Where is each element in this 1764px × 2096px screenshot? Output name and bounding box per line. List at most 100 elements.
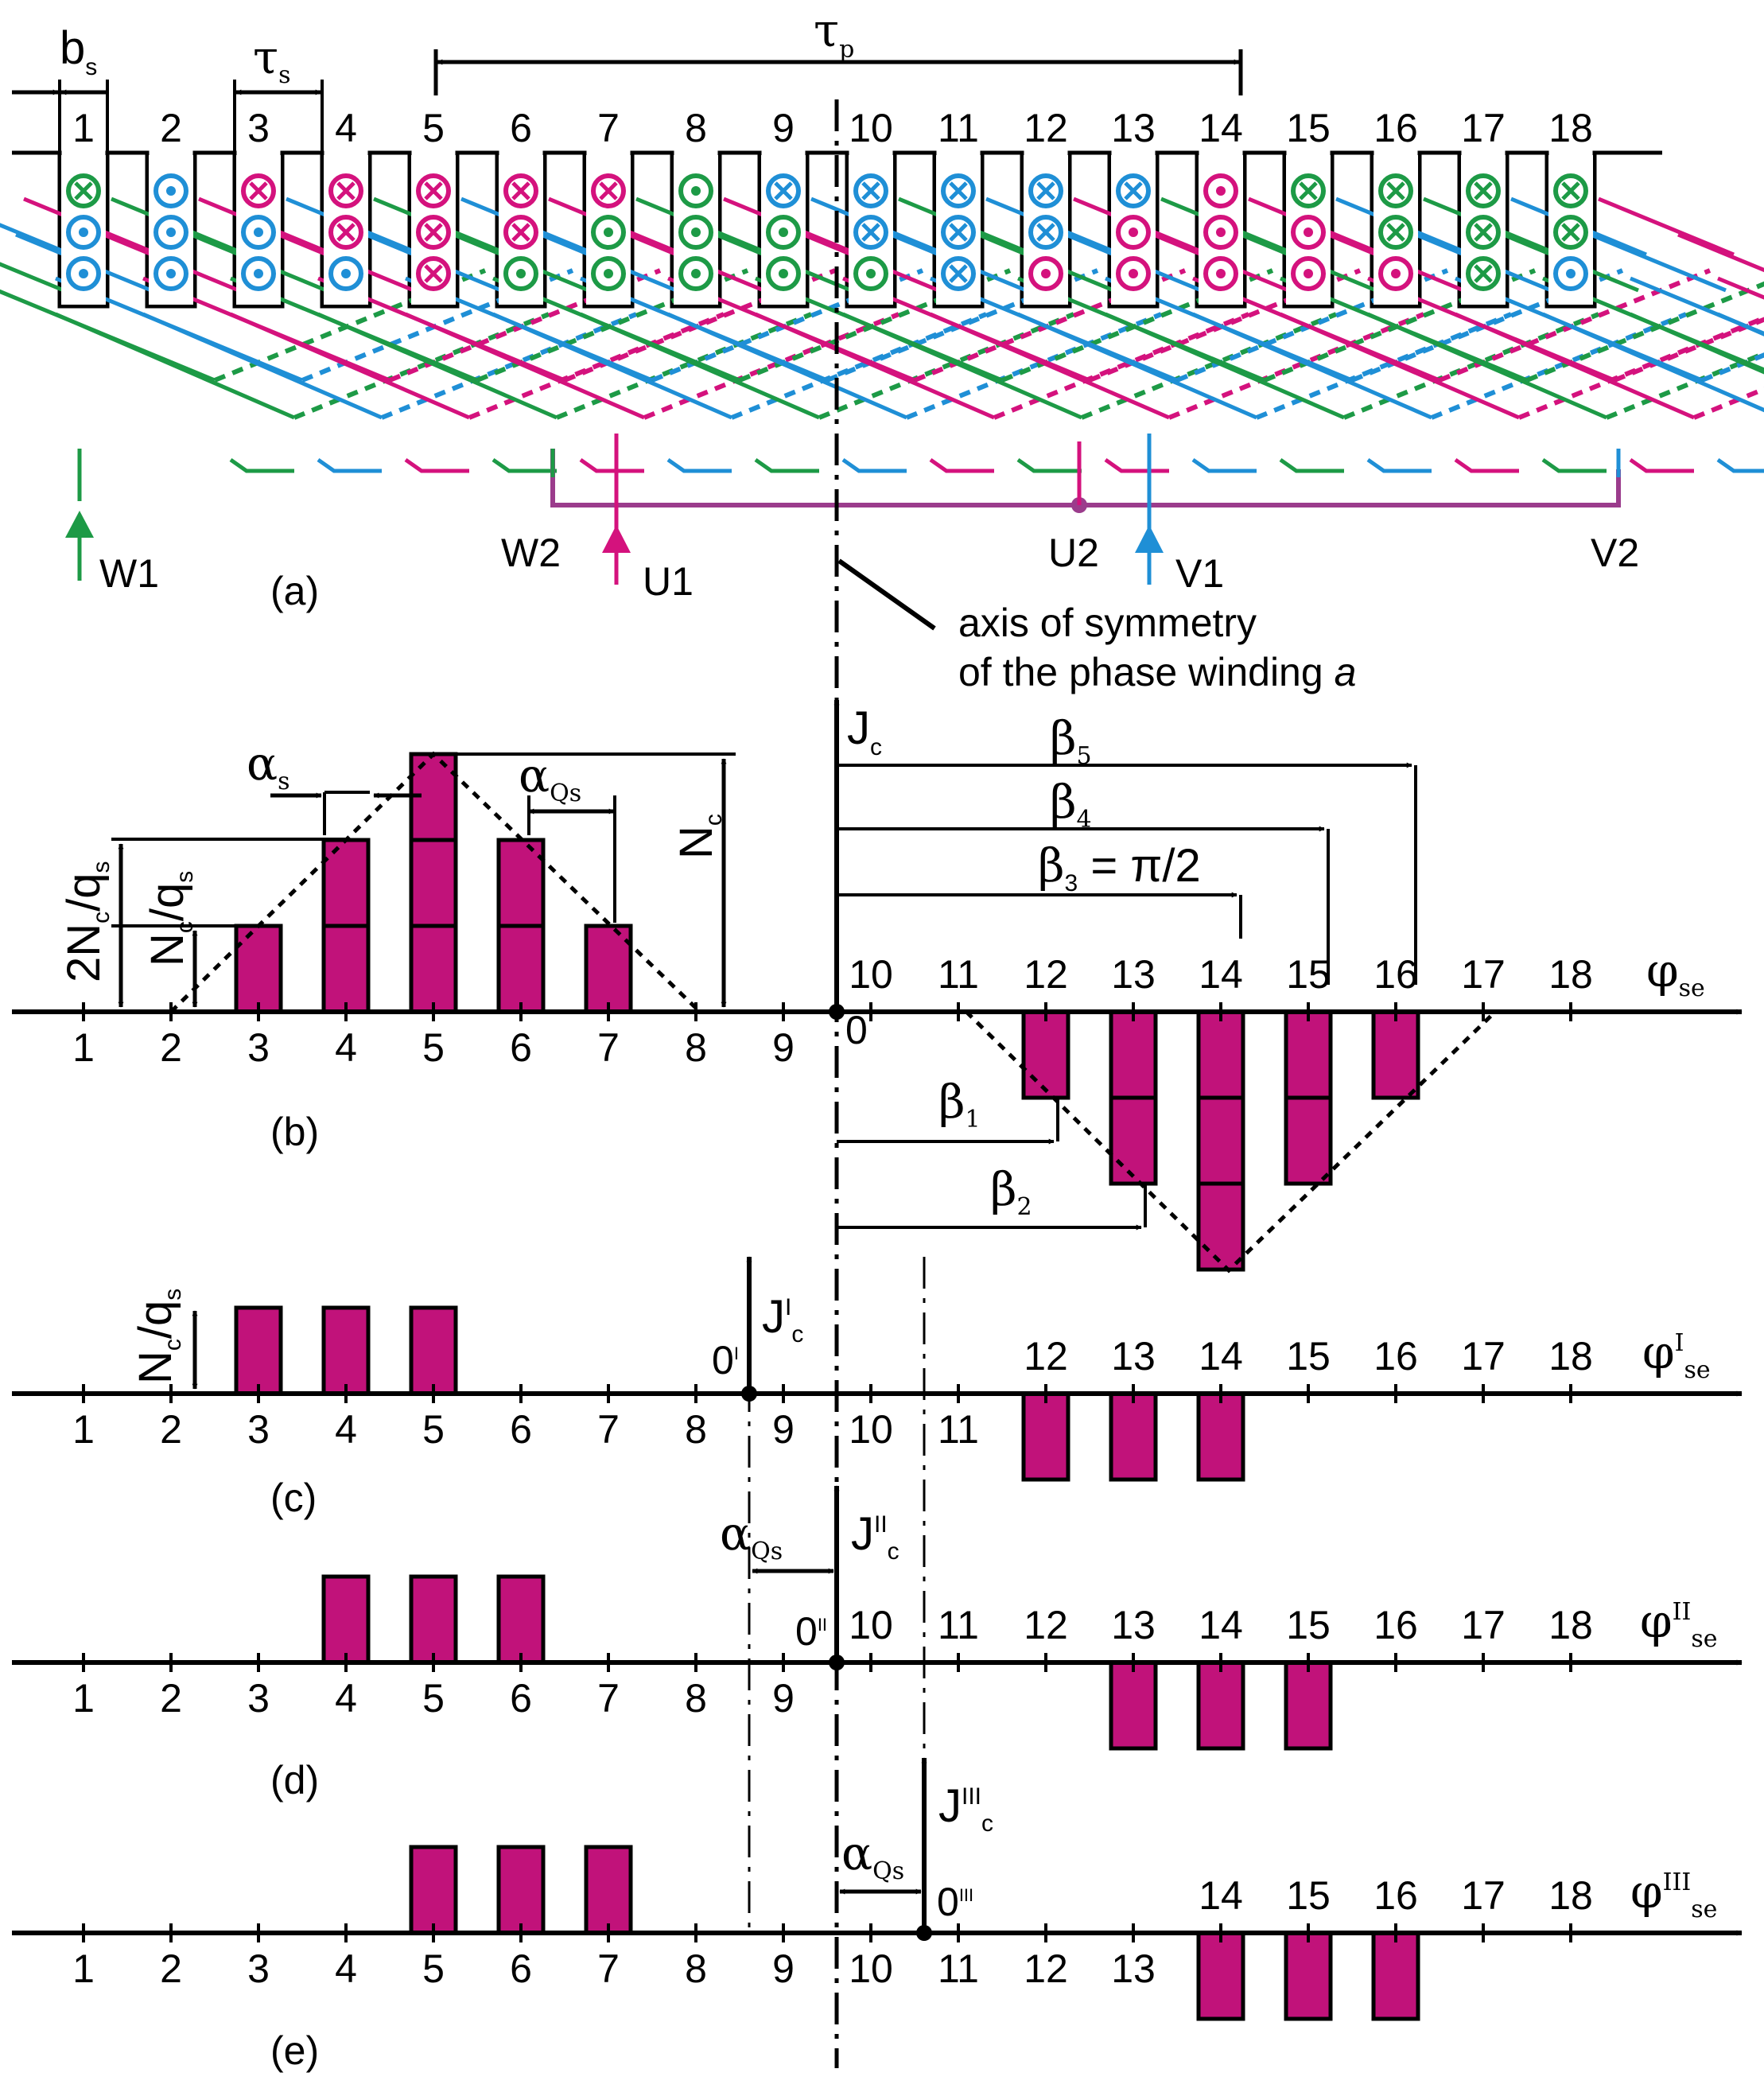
tick-label: 6 bbox=[510, 1025, 532, 1070]
coil-bend bbox=[317, 457, 382, 473]
tick-label: 9 bbox=[772, 1946, 795, 1991]
tick-label: 8 bbox=[685, 1407, 707, 1452]
coil-line bbox=[0, 223, 72, 257]
tick-label: 3 bbox=[247, 1946, 270, 1991]
coil-bend bbox=[1191, 457, 1257, 473]
tick-label: 6 bbox=[510, 1407, 532, 1452]
tick-label: 1 bbox=[72, 1025, 95, 1070]
coil-return-line bbox=[1255, 312, 1513, 420]
tick-label: 7 bbox=[597, 1946, 620, 1991]
coil-return-line bbox=[1430, 312, 1688, 420]
slot-conductors bbox=[66, 173, 1588, 291]
terminal-w1: W1 bbox=[99, 551, 159, 596]
slot-number: 10 bbox=[849, 106, 893, 150]
coil-bend bbox=[1454, 457, 1519, 473]
tick-label: 9 bbox=[772, 1407, 795, 1452]
symmetry-note-line1: axis of symmetry bbox=[958, 601, 1257, 645]
tick-label: 15 bbox=[1286, 1334, 1331, 1379]
tick-label: 16 bbox=[1374, 1603, 1418, 1647]
tick-label: 12 bbox=[1024, 1603, 1068, 1647]
tick-label: 1 bbox=[72, 1407, 95, 1452]
terminal-v2: V2 bbox=[1591, 531, 1639, 575]
tick-label: 11 bbox=[938, 1603, 979, 1647]
tick-label: 18 bbox=[1548, 952, 1593, 997]
tick-label: 5 bbox=[422, 1407, 445, 1452]
mmf-bar bbox=[584, 1845, 633, 1935]
coil-bend bbox=[404, 457, 469, 473]
tick-label: 8 bbox=[685, 1946, 707, 1991]
coil-return-line bbox=[1342, 312, 1600, 420]
mmf-bars-e bbox=[409, 1845, 1420, 2021]
coil-line bbox=[1717, 312, 1764, 336]
coil-turns-dimensions: 2Nc/qs Nc/qs bbox=[58, 838, 346, 1008]
y-axis-label-c: JIc bbox=[762, 1291, 803, 1347]
svg-text:β4: β4 bbox=[1050, 775, 1092, 834]
terminal-u1: U1 bbox=[643, 559, 694, 604]
tick-label: 13 bbox=[1111, 1334, 1156, 1379]
y-axis-label-b: Jc bbox=[847, 702, 882, 760]
coil-line bbox=[1598, 196, 1735, 257]
tick-label: 1 bbox=[72, 1946, 95, 1991]
slot-number: 18 bbox=[1548, 106, 1593, 150]
tick-label: 18 bbox=[1548, 1603, 1593, 1647]
coil-bend bbox=[229, 457, 294, 473]
coil-line bbox=[1677, 232, 1764, 273]
svg-text:τp: τp bbox=[814, 3, 854, 64]
slot-number: 7 bbox=[597, 106, 620, 150]
mmf-bar bbox=[1196, 1391, 1245, 1482]
tick-label: 10 bbox=[849, 1407, 893, 1452]
coil-bend bbox=[666, 457, 732, 473]
coil-line bbox=[405, 312, 645, 420]
coil-bend bbox=[579, 457, 644, 473]
tick-label: 11 bbox=[938, 1407, 979, 1452]
mmf-bar bbox=[321, 1305, 371, 1396]
coil-return-line bbox=[730, 312, 988, 420]
tick-label: 4 bbox=[335, 1946, 357, 1991]
coil-return-line bbox=[1605, 351, 1764, 420]
slot-width-dimension: bs bbox=[12, 22, 109, 153]
coil-return-line bbox=[1168, 312, 1425, 420]
mmf-bar bbox=[1371, 1009, 1420, 1100]
tick-label: 11 bbox=[938, 952, 979, 997]
tick-label: 12 bbox=[1024, 952, 1068, 997]
coil-return-line bbox=[468, 312, 725, 420]
x-axis-label-b: φse bbox=[1646, 943, 1705, 1002]
slot-pitch-dimension: τs bbox=[233, 30, 324, 153]
tick-label: 14 bbox=[1199, 1873, 1243, 1918]
svg-text:2Nc/qs: 2Nc/qs bbox=[58, 861, 115, 982]
coil-bend bbox=[1104, 457, 1169, 473]
slot-number: 17 bbox=[1461, 106, 1506, 150]
tick-label: 18 bbox=[1548, 1873, 1593, 1918]
mmf-bar bbox=[1196, 1660, 1245, 1751]
coil-return-line bbox=[818, 312, 1075, 420]
coil-line bbox=[230, 312, 470, 420]
nc-qs-label-c: Nc/qs bbox=[130, 1289, 186, 1384]
tick-label: 12 bbox=[1024, 1334, 1068, 1379]
svg-text:β3 = π/2: β3 = π/2 bbox=[1038, 838, 1201, 896]
tick-label: 3 bbox=[247, 1025, 270, 1070]
mmf-bar bbox=[1021, 1391, 1070, 1482]
mmf-bar bbox=[409, 752, 458, 1014]
pole-pitch-dimension: τp bbox=[433, 3, 1243, 95]
tick-label: 14 bbox=[1199, 1603, 1243, 1647]
coil-line bbox=[1455, 312, 1695, 420]
stator-outline bbox=[12, 150, 1662, 309]
mmf-bar bbox=[1196, 1009, 1245, 1272]
mmf-bar bbox=[321, 1574, 371, 1665]
tick-label: 9 bbox=[772, 1025, 795, 1070]
mmf-bar bbox=[1284, 1660, 1333, 1751]
slot-number: 11 bbox=[938, 106, 979, 150]
coil-line bbox=[0, 262, 64, 293]
mmf-bar bbox=[409, 1574, 458, 1665]
tick-label: 17 bbox=[1461, 1334, 1506, 1379]
slot-number: 13 bbox=[1111, 106, 1156, 150]
tick-label: 12 bbox=[1024, 1946, 1068, 1991]
coil-return-line bbox=[1517, 315, 1764, 420]
tick-label: 15 bbox=[1286, 952, 1331, 997]
alpha-dimensions: αs αQs bbox=[247, 737, 616, 923]
